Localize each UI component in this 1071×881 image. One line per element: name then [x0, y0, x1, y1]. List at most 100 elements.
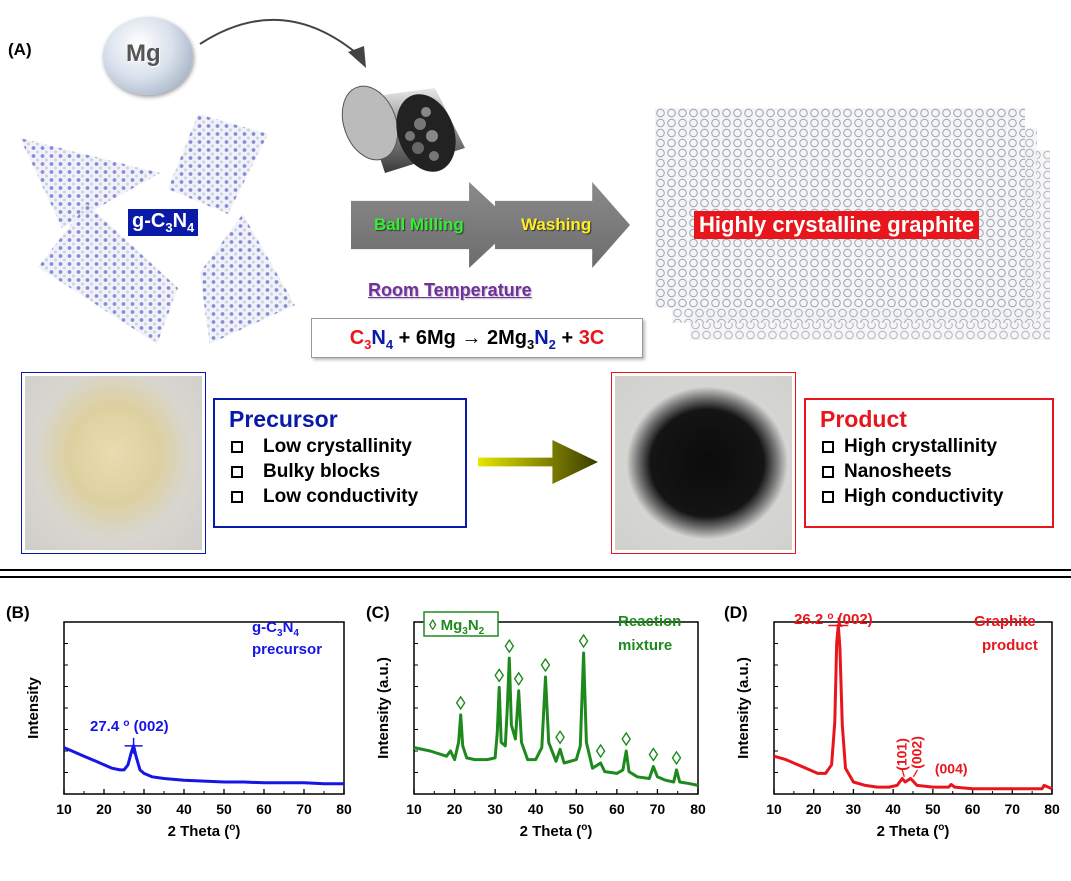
- ball-milling-label: Ball Milling: [374, 215, 464, 234]
- mg-label: Mg: [126, 40, 161, 67]
- diamond-marker: [671, 750, 682, 766]
- x-tick-label: 80: [690, 801, 706, 817]
- x-tick-label: 70: [1004, 801, 1020, 817]
- precursor-item: Low crystallinity: [231, 436, 465, 458]
- diamond-marker: [621, 731, 632, 747]
- x-tick-label: 30: [846, 801, 862, 817]
- x-axis-label: 2 Theta (o): [520, 822, 593, 840]
- condition-label: Room Temperature: [368, 280, 532, 300]
- chart-title: Reaction: [618, 613, 681, 630]
- diamond-marker: [648, 747, 659, 762]
- checkbox-icon: [822, 441, 834, 453]
- annotation-arrow: [901, 769, 905, 777]
- annotation-arrow: [912, 769, 918, 778]
- diamond-marker: [504, 638, 515, 654]
- legend-title: g-C3N4: [252, 619, 299, 639]
- x-axis-label: 2 Theta (o): [877, 822, 950, 840]
- diamond-marker: [578, 633, 589, 649]
- diamond-marker: [595, 743, 606, 759]
- series-line: [63, 744, 344, 786]
- peak-annotation: 26.2 o (002): [794, 611, 873, 628]
- x-tick-label: 20: [96, 801, 112, 817]
- chart-c: (C) 10 20 30 40 50 60 70 80 2 Theta (o) Intensity …: [360, 590, 720, 881]
- x-tick-label: 40: [528, 801, 544, 817]
- product-item: High crystallinity: [822, 436, 1052, 458]
- diamond-marker: [555, 730, 565, 745]
- x-tick-label: 50: [925, 801, 941, 817]
- x-tick-label: 80: [336, 801, 352, 817]
- curved-arrow-icon: [199, 19, 366, 68]
- y-axis-label: Intensity (a.u.): [375, 657, 392, 759]
- chart-d: (D) 10 20 30 40 50 60 70 80 2 Theta (o) Intensity …: [720, 590, 1071, 881]
- product-box: Product High crystallinity Nanosheets Hi…: [804, 398, 1054, 528]
- series-line: [413, 651, 699, 787]
- panel-label: (C): [366, 603, 390, 622]
- diamond-marker: [494, 668, 505, 683]
- panel-label: (D): [724, 603, 748, 622]
- peak-annotation: 27.4 o (002): [90, 718, 169, 735]
- product-item: High conductivity: [822, 486, 1052, 508]
- section-divider: [0, 569, 1071, 571]
- precursor-title: Precursor: [229, 406, 338, 432]
- legend-subtitle: product: [982, 637, 1038, 654]
- x-tick-label: 20: [806, 801, 822, 817]
- x-tick-label: 50: [216, 801, 232, 817]
- peak-annotation: (004): [935, 760, 968, 776]
- x-tick-label: 50: [568, 801, 584, 817]
- series-line: [773, 623, 1053, 791]
- x-tick-label: 80: [1044, 801, 1060, 817]
- checkbox-icon: [822, 466, 834, 478]
- product-powder-photo: [611, 372, 796, 554]
- diamond-marker: [455, 695, 466, 711]
- precursor-tag: g-C3N4: [127, 208, 200, 237]
- legend-box: [423, 611, 499, 637]
- panel-label: (B): [6, 603, 30, 622]
- x-tick-label: 60: [256, 801, 272, 817]
- legend-entry: ◊ Mg3N2: [429, 617, 485, 637]
- mg-sphere: [103, 17, 193, 95]
- legend-title: Graphite: [974, 613, 1036, 630]
- x-tick-label: 30: [487, 801, 503, 817]
- precursor-item: Low conductivity: [231, 486, 465, 508]
- chart-title: mixture: [618, 637, 672, 654]
- panel-a-label: (A): [8, 40, 32, 59]
- x-tick-label: 20: [447, 801, 463, 817]
- x-tick-label: 40: [885, 801, 901, 817]
- checkbox-icon: [231, 491, 243, 503]
- ball-mill-jar-icon: [341, 85, 465, 173]
- diamond-marker: [540, 657, 551, 673]
- x-axis-label: 2 Theta (o): [168, 822, 241, 840]
- reaction-equation: C3N4 + 6Mg → 2Mg3N2 + 3C: [311, 318, 643, 358]
- x-tick-label: 10: [406, 801, 422, 817]
- peak-annotation: (101): [893, 738, 909, 771]
- gcn-sheet-fragment: [200, 214, 295, 344]
- checkbox-icon: [231, 441, 243, 453]
- washing-label: Washing: [521, 215, 592, 234]
- product-item: Nanosheets: [822, 461, 1052, 483]
- precursor-box: Precursor Low crystallinity Bulky blocks…: [213, 398, 467, 528]
- product-tag: Highly crystalline graphite: [694, 211, 980, 239]
- section-divider: [0, 576, 1071, 578]
- x-tick-label: 30: [136, 801, 152, 817]
- precursor-item: Bulky blocks: [231, 461, 465, 483]
- transition-arrow-icon: [478, 440, 598, 484]
- diamond-marker: [513, 671, 524, 687]
- graphite-sheet-image: [655, 108, 1025, 308]
- checkbox-icon: [231, 466, 243, 478]
- y-axis-label: Intensity: [25, 677, 42, 739]
- x-tick-label: 60: [609, 801, 625, 817]
- x-tick-label: 10: [766, 801, 782, 817]
- y-axis-label: Intensity (a.u.): [735, 657, 752, 759]
- peak-annotation: (002): [908, 736, 924, 769]
- x-tick-label: 60: [965, 801, 981, 817]
- gcn-sheet-fragment: [168, 114, 268, 214]
- x-tick-label: 70: [650, 801, 666, 817]
- checkbox-icon: [822, 491, 834, 503]
- product-title: Product: [820, 406, 907, 432]
- x-tick-label: 70: [296, 801, 312, 817]
- x-tick-label: 10: [56, 801, 72, 817]
- legend-subtitle: precursor: [252, 641, 322, 658]
- precursor-powder-photo: [21, 372, 206, 554]
- x-tick-label: 40: [176, 801, 192, 817]
- chart-b: (B) 10 20 30 40 50 60 70 80 2 Theta (o) Intensity g…: [0, 590, 360, 881]
